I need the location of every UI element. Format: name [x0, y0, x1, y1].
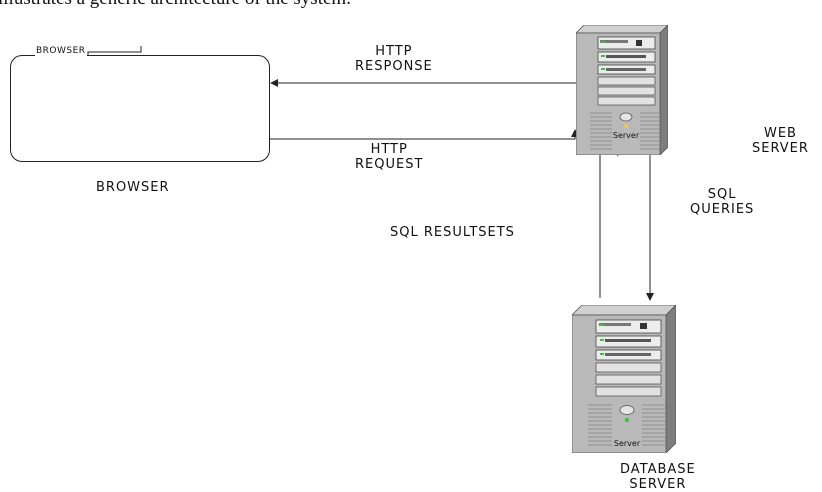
sql-resultsets-label: SQL RESULTSETS — [390, 225, 515, 240]
intro-text: illustrates a generic architecture of th… — [0, 0, 351, 10]
web-server-icon: Server — [575, 24, 669, 160]
database-server-badge: Server — [614, 439, 641, 448]
http-request-arrow — [268, 129, 579, 140]
web-server-badge: Server — [613, 131, 640, 140]
sql-resultsets-arrow — [599, 148, 625, 298]
database-server-icon: Server — [571, 304, 677, 458]
browser-box — [10, 55, 270, 162]
browser-caption: BROWSER — [96, 180, 170, 195]
browser-tag-label: BROWSER — [35, 46, 87, 56]
sql-queries-arrow — [644, 151, 654, 301]
